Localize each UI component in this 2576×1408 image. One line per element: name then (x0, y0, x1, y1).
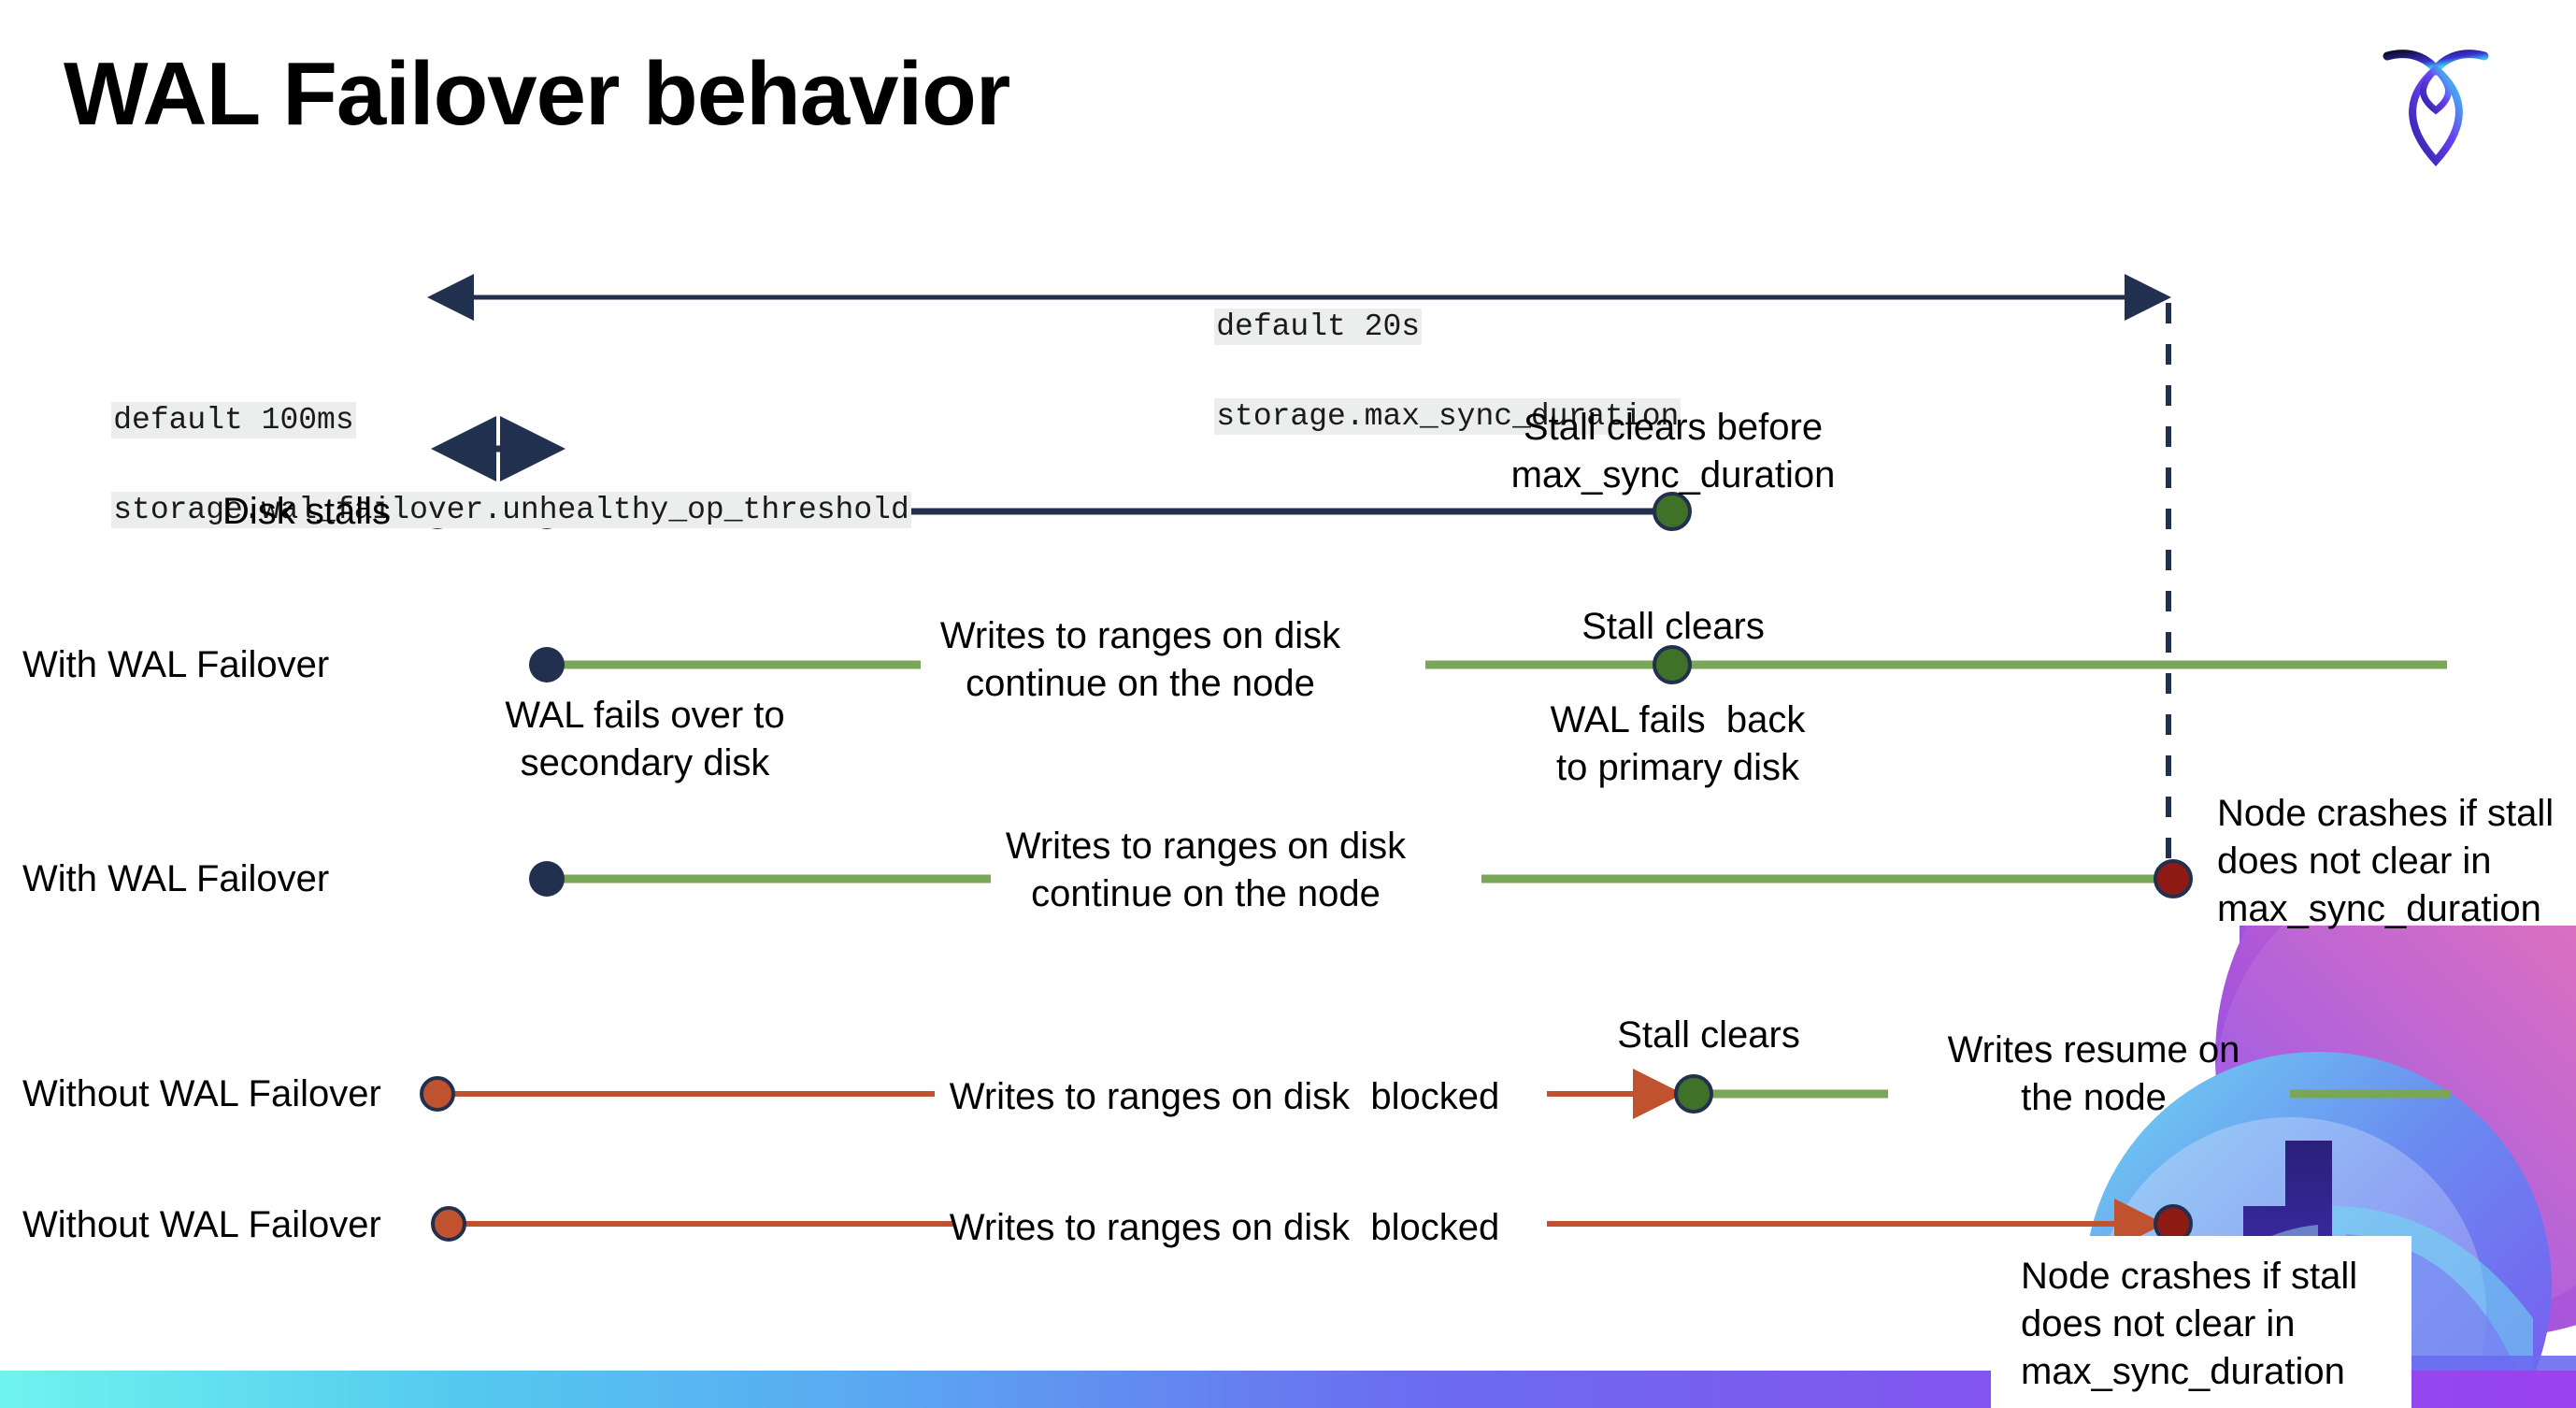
timeline-row-with-wal-failover-crash (529, 859, 2193, 898)
marker-stall-clears (1653, 492, 1692, 531)
row-label-without-wal-failover-crash: Without WAL Failover (22, 1204, 381, 1245)
row-label-with-wal-failover-clears: With WAL Failover (22, 644, 330, 685)
row-label-with-wal-failover-crash: With WAL Failover (22, 858, 330, 899)
note-stall-clears-row2: Stall clears (1581, 606, 1765, 647)
annotation-max-sync-default: default 20s (1214, 308, 1423, 345)
marker-node-crash (2154, 859, 2193, 898)
row-label-without-wal-failover-clears: Without WAL Failover (22, 1073, 381, 1114)
marker-wal-fails-over (529, 647, 565, 682)
timeline-row-without-wal-failover-crash (431, 1199, 2193, 1249)
note-wal-fails-back-primary-disk: WAL fails back to primary disk (1550, 699, 1806, 789)
note-writes-blocked-row5: Writes to ranges on disk blocked (949, 1207, 1500, 1248)
note-node-crashes-row5-box: Node crashes if stall does not clear in … (1991, 1236, 2411, 1408)
note-writes-blocked-row4: Writes to ranges on disk blocked (949, 1076, 1500, 1117)
marker-stall-start (420, 1076, 455, 1112)
note-wal-fails-over-secondary-disk: WAL fails over to secondary disk (505, 695, 785, 784)
marker-stall-clears (1674, 1074, 1713, 1113)
marker-wal-fails-over (529, 861, 565, 897)
page-title: WAL Failover behavior (64, 44, 1010, 144)
annotation-unhealthy-setting: storage.wal_failover.unhealthy_op_thresh… (111, 491, 911, 528)
note-writes-resume-row4: Writes resume on the node (1947, 1029, 2240, 1119)
note-writes-continue-row3: Writes to ranges on disk continue on the… (1005, 826, 1407, 915)
note-node-crashes-row3: Node crashes if stall does not clear in … (2217, 793, 2555, 930)
note-stall-clears-row4: Stall clears (1617, 1014, 1800, 1056)
marker-wal-fails-back (1653, 645, 1692, 684)
annotation-unhealthy-default: default 100ms (111, 401, 356, 438)
timeline-row-without-wal-failover-clears (420, 1069, 2451, 1119)
row-label-disk-stalls: Disk stalls (222, 491, 392, 532)
timeline-row-with-wal-failover-clears (529, 645, 2447, 684)
annotation-max-sync-duration: default 20s storage.max_sync_duration (1140, 260, 1682, 483)
note-node-crashes-row5: Node crashes if stall does not clear in … (2021, 1256, 2358, 1393)
cockroachdb-logo-icon (2382, 36, 2490, 174)
note-writes-continue-row2: Writes to ranges on disk continue on the… (939, 615, 1341, 705)
note-stall-clears-before-max-sync: Stall clears before max_sync_duration (1510, 407, 1836, 496)
annotation-unhealthy-op-threshold: default 100ms storage.wal_failover.unhea… (37, 353, 911, 577)
marker-stall-start (431, 1206, 466, 1242)
annotation-max-sync-setting: storage.max_sync_duration (1214, 397, 1682, 435)
